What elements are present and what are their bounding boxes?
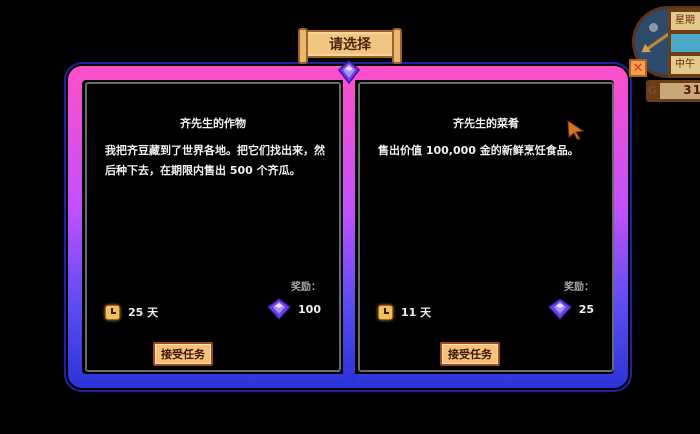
qi-gem-icon [337, 60, 361, 84]
close-button[interactable]: ✕ [629, 59, 647, 77]
mouse-cursor-icon [567, 120, 585, 140]
days-value: 11 天 [401, 306, 432, 319]
quest-description: 售出价值 100,000 金的新鲜烹饪食品。 [378, 144, 579, 157]
reward-label: 奖励： [564, 282, 594, 293]
qi-gem-icon [267, 298, 291, 320]
money-value: 31 [683, 83, 700, 97]
qi-gem-icon [547, 298, 572, 320]
clock-icon [105, 304, 120, 320]
reward-amount: 100 [298, 302, 321, 316]
quest-title: 齐先生的作物 [180, 117, 246, 130]
quest-duration: 11 天 [378, 304, 431, 320]
weekday-label: 星期 [671, 12, 700, 30]
dialog-title-scroll: 请选择 [298, 28, 402, 64]
money-counter: G 31 [646, 80, 700, 102]
reward-amount: 25 [578, 302, 594, 316]
quest-description: 我把齐豆藏到了世界各地。把它们找出来，然后种下去，在期限内售出 500 个齐瓜。 [105, 144, 325, 177]
accept-quest-button[interactable]: 接受任务 [440, 342, 500, 366]
clock-icon [378, 304, 393, 320]
panel-divider [343, 74, 355, 380]
quest-reward: 100 [266, 298, 321, 320]
dialog-title: 请选择 [329, 37, 371, 53]
quest-title: 齐先生的菜肴 [453, 117, 519, 130]
time-label: 中午 [671, 56, 700, 74]
quest-duration: 25 天 [105, 304, 158, 320]
reward-label: 奖励： [291, 282, 321, 293]
accept-quest-button[interactable]: 接受任务 [153, 342, 213, 366]
money-prefix: G [648, 84, 658, 97]
quest-reward: 25 [547, 298, 594, 320]
close-x-icon: ✕ [632, 60, 644, 76]
weather-icon [671, 34, 700, 52]
clock-hand-icon [644, 32, 671, 52]
quest-card-qi-crops: 齐先生的作物 我把齐豆藏到了世界各地。把它们找出来，然后种下去，在期限内售出 5… [85, 82, 341, 372]
date-panel: 星期 中午 [668, 8, 700, 78]
days-value: 25 天 [128, 306, 159, 319]
moon-icon [649, 23, 658, 32]
